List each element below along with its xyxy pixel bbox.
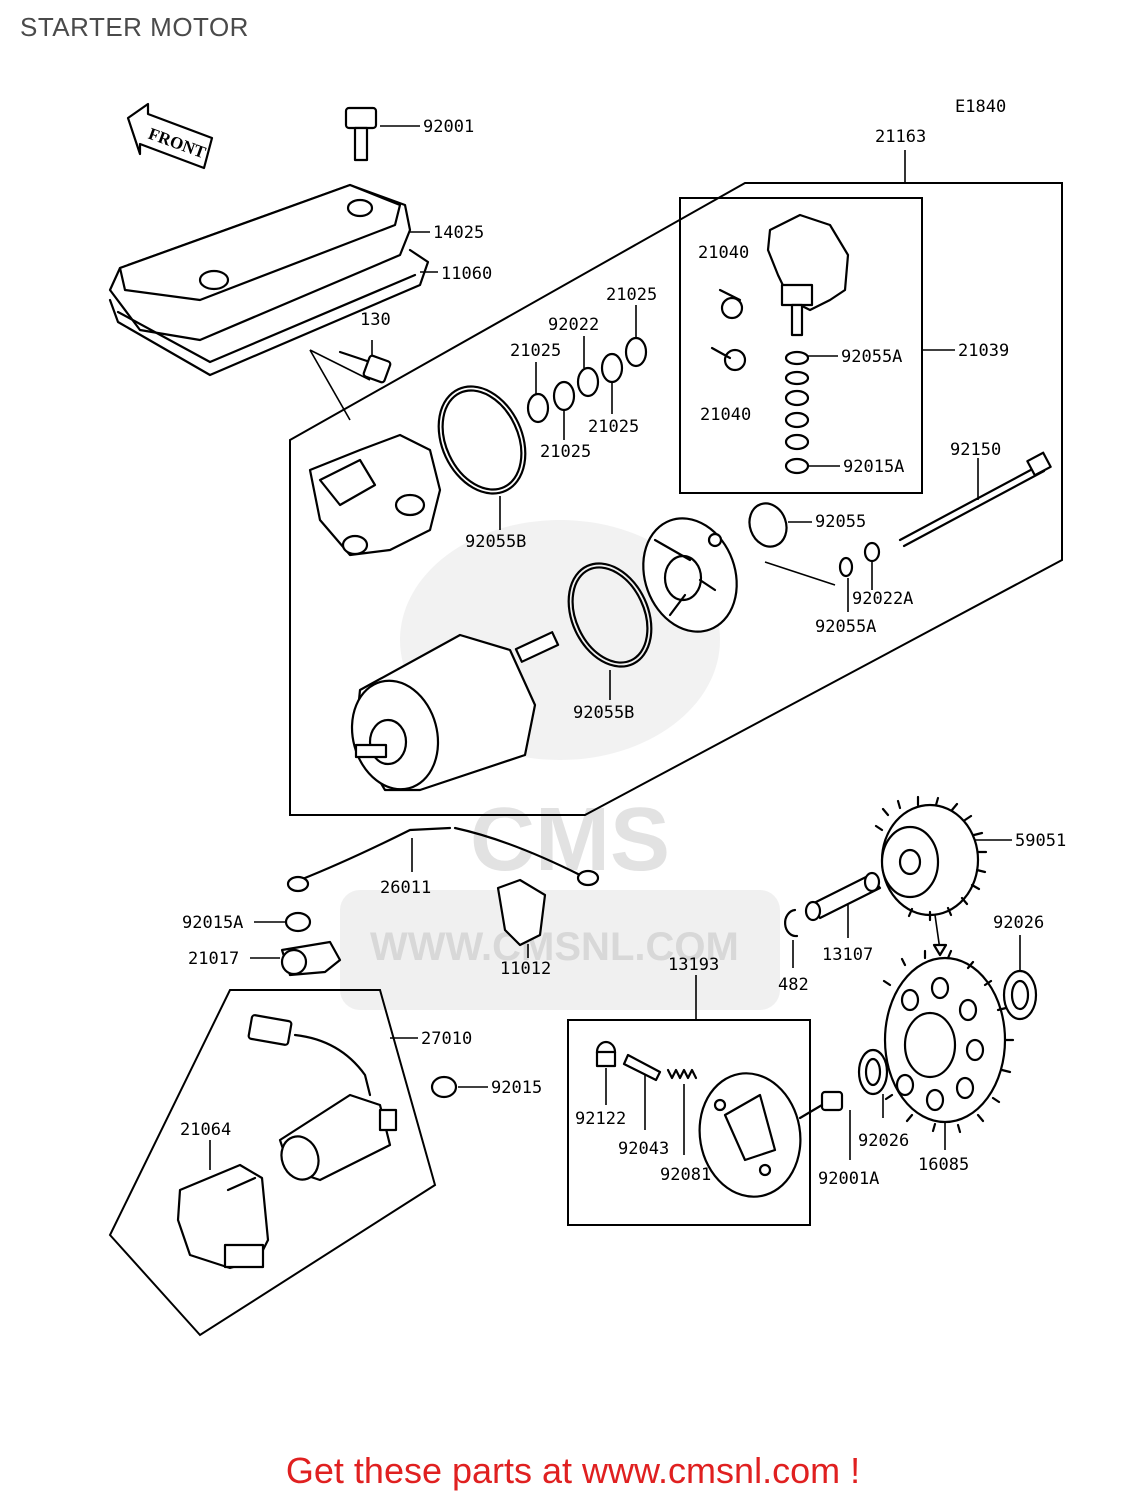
brush-plate [766,213,850,337]
label-92081: 92081 [660,1165,711,1185]
plunger-92043 [622,1053,662,1082]
label-21163: 21163 [875,127,926,147]
label-92043: 92043 [618,1139,669,1159]
exploded-parts-diagram: CMS WWW.CMSNL.COM FRONT E1840 92001 1402… [108,97,1066,1337]
bolt-130 [338,340,392,384]
brush-spring-21040-lower [710,346,747,372]
terminal-cap-11012 [496,878,547,947]
brush-spring-21040-upper [718,288,744,320]
assembly-frame-21163 [289,182,1063,816]
starter-cover-14025 [108,183,430,377]
label-92055B-lower: 92055B [573,703,634,723]
label-13193: 13193 [668,955,719,975]
label-21025-d: 21025 [540,442,591,462]
label-92001: 92001 [423,117,474,137]
shaft-13107 [804,871,882,922]
label-21025-a: 21025 [606,285,657,305]
o-ring-92055 [748,502,788,548]
label-92022: 92022 [548,315,599,335]
washer-92026-right [1002,969,1038,1021]
starter-clutch-frame-13193 [567,1019,811,1226]
label-92055: 92055 [815,512,866,532]
label-92015A-lower: 92015A [182,913,243,933]
terminal-boot-21017 [280,940,342,977]
starter-motor-yoke [350,631,560,792]
label-11012: 11012 [500,959,551,979]
footer-promo-link[interactable]: Get these parts at www.cmsnl.com ! [285,1450,861,1491]
diagram-code: E1840 [955,97,1006,117]
washers-21025-92022 [526,336,648,424]
one-way-clutch [698,1072,802,1198]
label-92150: 92150 [950,440,1001,460]
page-title: STARTER MOTOR [20,12,249,42]
washer-92026-left [857,1048,889,1096]
starter-relay-27010 [247,1014,398,1182]
label-21039: 21039 [958,341,1009,361]
label-92055A-upper: 92055A [841,347,902,367]
label-92001A: 92001A [818,1169,879,1189]
front-arrow-icon: FRONT [126,102,214,170]
label-21040-upper: 21040 [698,243,749,263]
o-ring-92055B-upper [437,385,527,495]
label-26011: 26011 [380,878,431,898]
junction-cover-21064 [176,1163,270,1270]
through-bolt-92150 [898,451,1052,548]
spring-92081 [666,1068,698,1080]
label-13107: 13107 [822,945,873,965]
nut-92015A-lower [284,911,312,933]
watermark-logo: CMS [470,790,670,890]
o-ring-92055B-lower [567,562,653,668]
label-11060: 11060 [441,264,492,284]
idle-gear-59051 [874,795,988,922]
label-59051: 59051 [1015,831,1066,851]
rear-end-cover [308,433,442,557]
nut-92015 [430,1075,458,1099]
relay-assembly-frame [108,989,437,1337]
label-21017: 21017 [188,949,239,969]
watermark-url: WWW.CMSNL.COM [370,925,739,969]
label-21025-b: 21025 [510,341,561,361]
ground-cable-26011 [286,826,600,893]
front-end-cover [642,517,738,633]
washer-stack [784,350,810,475]
o-ring-92055A-lower [838,556,854,578]
label-92022A: 92022A [852,589,913,609]
label-16085: 16085 [918,1155,969,1175]
roller-92122 [595,1040,617,1068]
washer-92022A [863,541,881,563]
label-92026-left: 92026 [858,1131,909,1151]
label-21025-c: 21025 [588,417,639,437]
label-21040-lower: 21040 [700,405,751,425]
label-92026-right: 92026 [993,913,1044,933]
circlip-482 [784,908,799,938]
brush-assembly-frame-21039 [679,197,923,494]
label-27010: 27010 [421,1029,472,1049]
label-92055A-lower: 92055A [815,617,876,637]
label-21064: 21064 [180,1120,231,1140]
bolt-92001A [798,1090,844,1120]
bolt-92001 [344,106,420,162]
label-92055B-upper: 92055B [465,532,526,552]
label-130: 130 [360,310,391,330]
label-14025: 14025 [433,223,484,243]
label-92015A-upper: 92015A [843,457,904,477]
label-482: 482 [778,975,809,995]
label-92015: 92015 [491,1078,542,1098]
label-92122: 92122 [575,1109,626,1129]
starter-gear-16085 [882,949,1015,1134]
